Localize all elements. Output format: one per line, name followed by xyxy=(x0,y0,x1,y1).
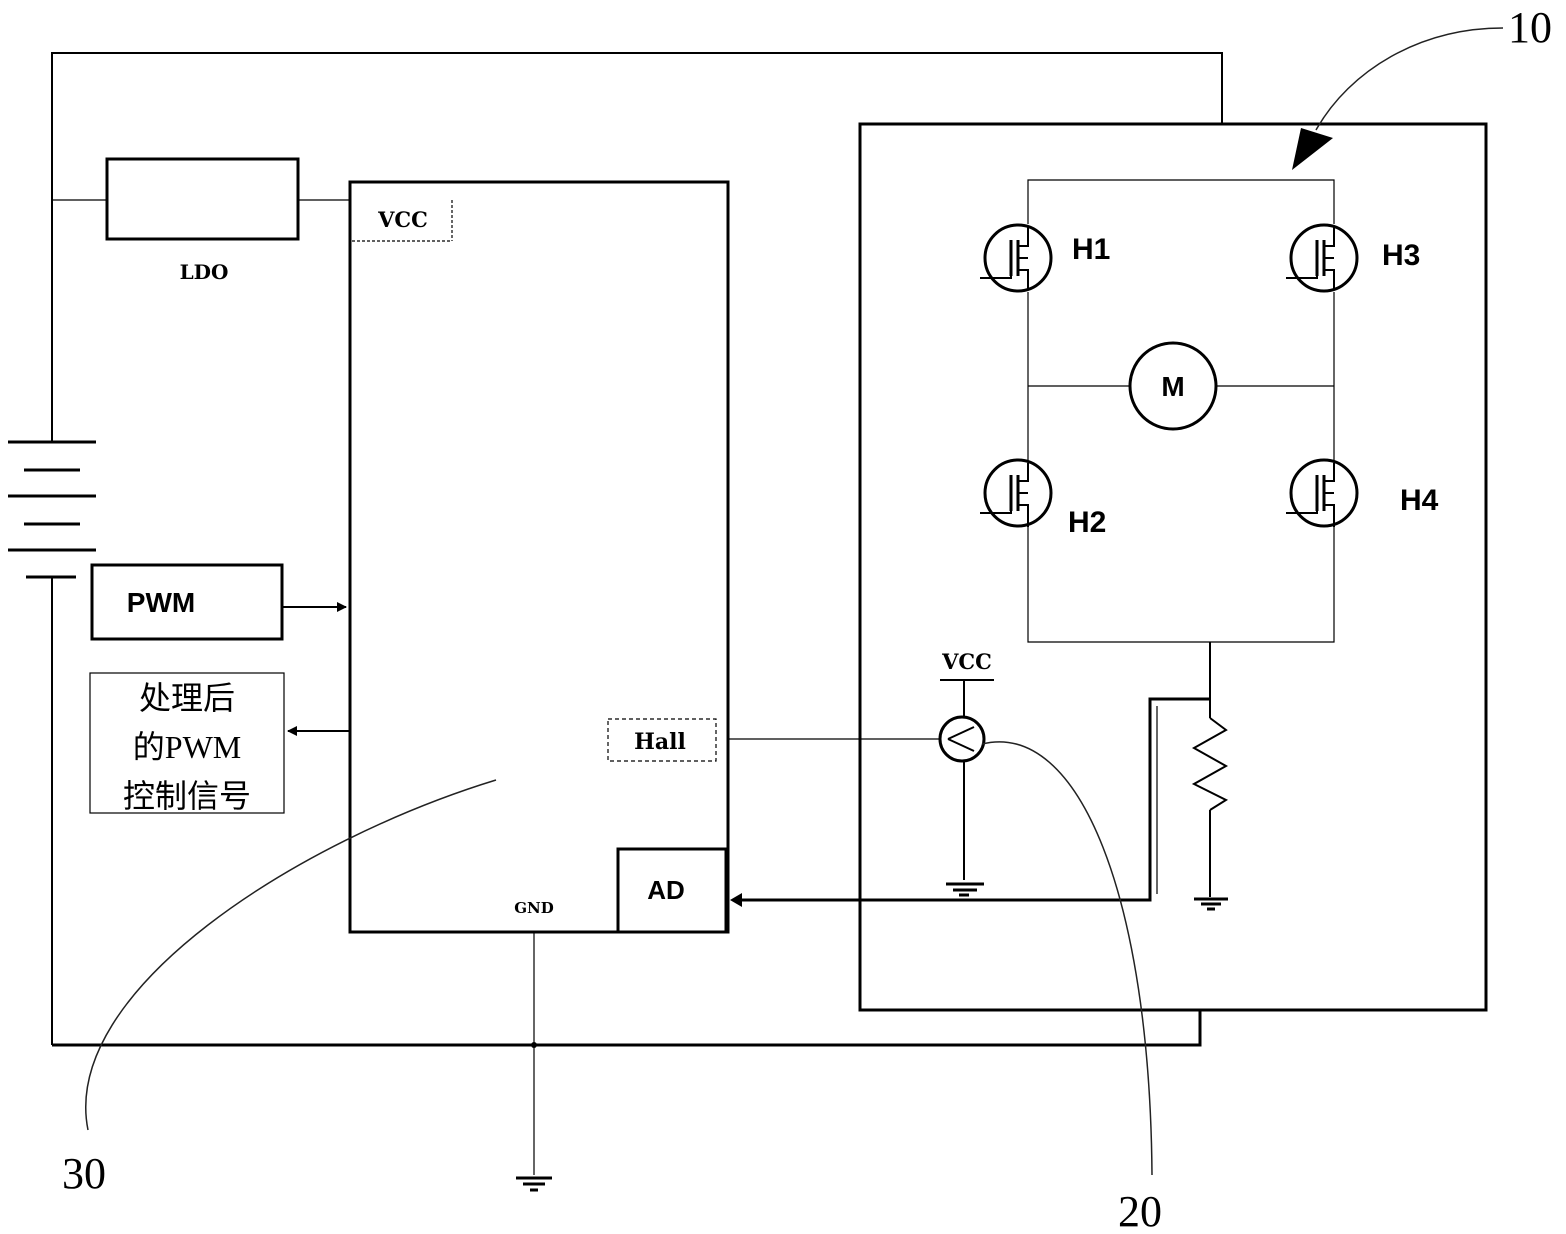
h2-label: H2 xyxy=(1068,506,1106,539)
ldo-regulator: LDO xyxy=(52,159,350,284)
controller-ground xyxy=(516,932,552,1190)
gnd-pin-label: GND xyxy=(514,899,554,917)
battery-symbol xyxy=(8,385,96,577)
ref-10-label: 10 xyxy=(1508,3,1552,52)
pwm-label: PWM xyxy=(127,587,195,618)
h1-label: H1 xyxy=(1072,233,1110,266)
processed-line-1: 处理后 xyxy=(139,680,235,716)
transistor-h4: H4 xyxy=(1286,460,1439,527)
hall-vcc-label: VCC xyxy=(941,649,992,674)
h4-label: H4 xyxy=(1400,484,1439,517)
ldo-label: LDO xyxy=(180,260,229,284)
hall-pin-label: Hall xyxy=(634,729,686,755)
processed-pwm-output: 处理后 的PWM 控制信号 xyxy=(90,673,350,814)
processed-line-2: 的PWM xyxy=(133,729,241,765)
ref-30: 30 xyxy=(62,780,496,1198)
processed-line-3: 控制信号 xyxy=(123,778,251,814)
shunt-resistor xyxy=(1194,642,1228,909)
current-sense-line xyxy=(730,699,1210,907)
ref-20: 20 xyxy=(982,742,1162,1234)
h3-label: H3 xyxy=(1382,239,1420,272)
pwm-input-block: PWM xyxy=(92,565,346,639)
ref-20-label: 20 xyxy=(1118,1187,1162,1234)
ad-pin-label: AD xyxy=(647,875,685,905)
supply-loop xyxy=(52,53,1222,1045)
transistor-h1: H1 xyxy=(980,225,1110,291)
motor-label: M xyxy=(1161,371,1184,402)
transistor-h2: H2 xyxy=(980,460,1106,539)
vcc-pin-label: VCC xyxy=(377,207,428,232)
ref-10: 10 xyxy=(1292,3,1552,170)
ref-30-label: 30 xyxy=(62,1149,106,1198)
controller-chip: VCC Hall AD GND xyxy=(350,182,728,932)
transistor-h3: H3 xyxy=(1286,225,1420,291)
motor: M xyxy=(1130,343,1216,429)
